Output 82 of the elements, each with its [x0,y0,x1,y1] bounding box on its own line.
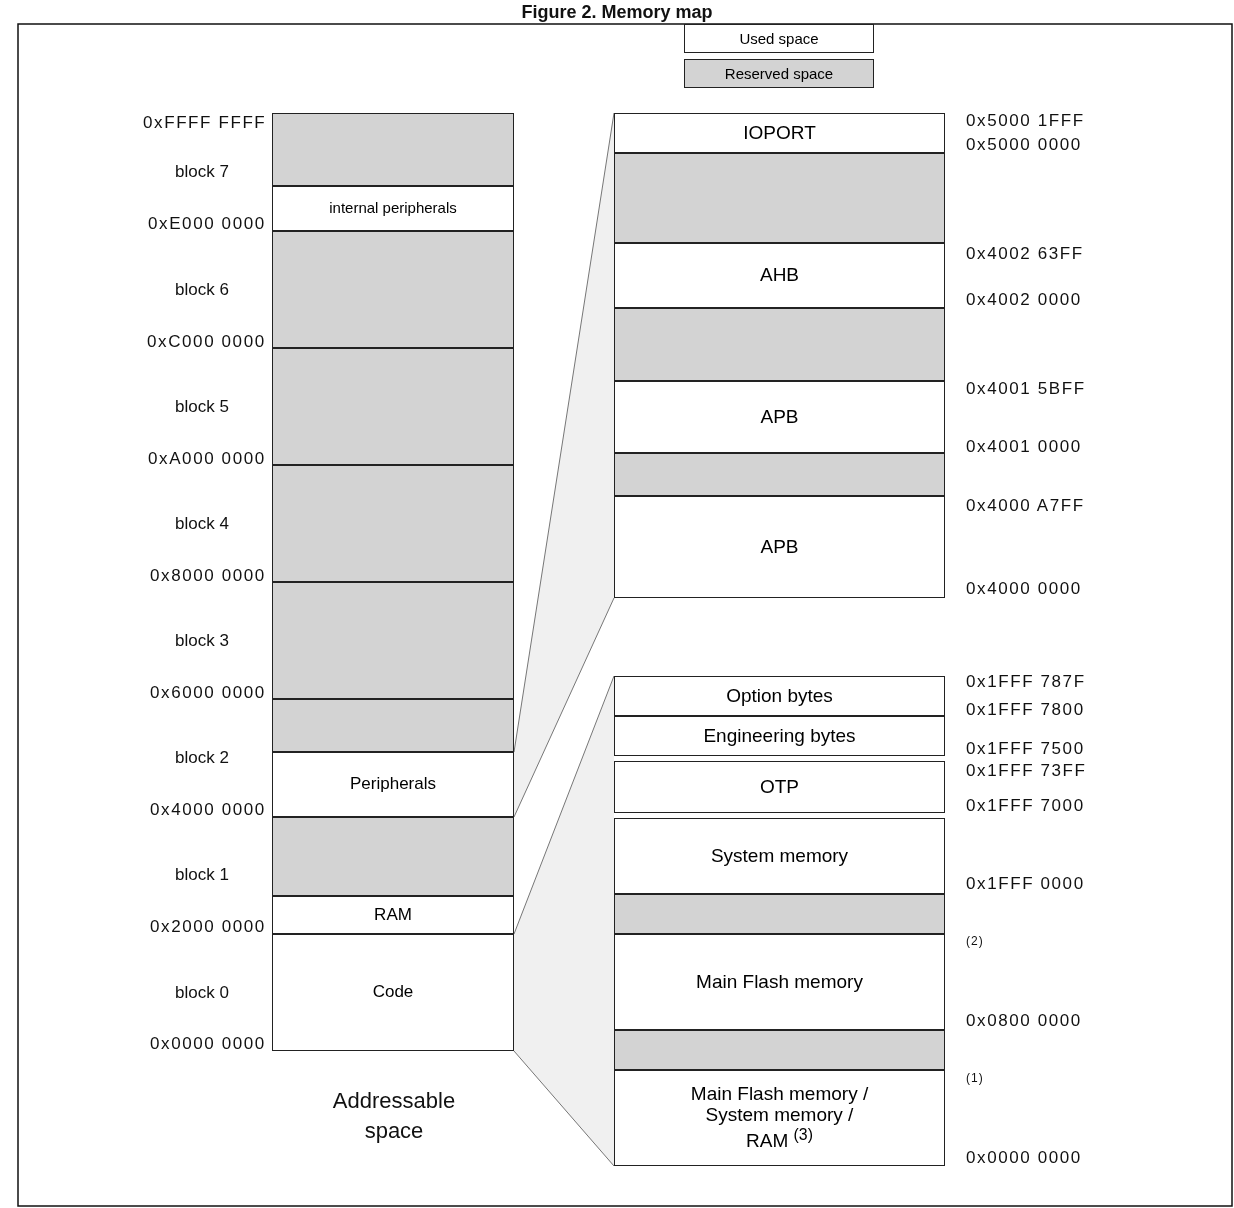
memory-region [614,381,945,453]
address-label: 0x4002 63FF [966,244,1084,264]
address-label: 0x0000 0000 [966,1148,1082,1168]
block-label: block 1 [175,865,229,885]
memory-region [614,1070,945,1166]
legend-label: Reserved space [724,65,834,82]
zoom-line [513,675,615,935]
reserved-region [272,817,514,896]
region-label: System memory [709,845,850,867]
region-label: Code [371,983,415,1002]
zoom-line [513,597,615,818]
address-label: 0x1FFF 7800 [966,700,1085,720]
figure-title: Figure 2. Memory map [520,2,714,23]
memory-region [272,752,514,817]
region-label: APB [759,406,800,428]
block-label: block 0 [175,983,229,1003]
region-label: RAM [373,905,413,925]
block-label: block 7 [175,162,229,182]
address-label: 0x5000 1FFF [966,111,1085,131]
address-label: 0x4002 0000 [966,290,1082,310]
reserved-region [614,308,945,381]
address-label: 0xFFFF FFFF [143,113,267,133]
address-label: 0xE000 0000 [148,214,266,234]
address-label: 0x0000 0000 [150,1034,266,1054]
reserved-region [272,465,514,582]
region-label: Peripherals [349,775,437,794]
address-label: 0xC000 0000 [147,332,266,352]
reserved-region [272,699,514,752]
memory-region [272,186,514,231]
address-label: 0x5000 0000 [966,135,1082,155]
block-label: block 6 [175,280,229,300]
footnote-mark: (2) [966,934,984,948]
address-label: 0x6000 0000 [150,683,266,703]
address-label: 0xA000 0000 [148,449,266,469]
memory-region [614,243,945,308]
region-label: OTP [758,776,801,798]
reserved-region [272,113,514,186]
address-label: 0x4000 0000 [150,800,266,820]
memory-region [614,716,945,756]
address-label: 0x4001 5BFF [966,379,1086,399]
legend-label: Used space [739,30,819,47]
memory-region [614,934,945,1030]
region-label: APB [759,536,800,558]
address-label: 0x1FFF 7000 [966,796,1085,816]
address-label: 0x1FFF 787F [966,672,1086,692]
memory-region [614,676,945,716]
memory-region [272,934,514,1051]
region-label: Main Flash memory / System memory / RAM $^{(3)}$ [689,1084,870,1152]
address-label: 0x4000 A7FF [966,496,1085,516]
address-label: 0x4000 0000 [966,579,1082,599]
block-label: block 4 [175,514,229,534]
footnote-mark: (1) [966,1071,984,1085]
address-label: 0x4001 0000 [966,437,1082,457]
reserved-region [614,153,945,243]
reserved-region [614,894,945,934]
address-label: 0x1FFF 0000 [966,874,1085,894]
memory-region [614,113,945,153]
reserved-region [272,582,514,699]
memory-region [272,896,514,934]
reserved-region [272,231,514,348]
region-label: AHB [758,265,801,286]
block-label: block 3 [175,631,229,651]
zoom-line [513,1050,615,1167]
region-label: Main Flash memory [695,971,864,993]
region-label: Engineering bytes [702,725,857,747]
block-label: block 5 [175,397,229,417]
region-label: IOPORT [742,122,817,144]
memory-region [614,496,945,598]
block-label: block 2 [175,748,229,768]
address-label: 0x8000 0000 [150,566,266,586]
reserved-region [614,1030,945,1070]
address-label: 0x1FFF 73FF [966,761,1087,781]
address-label: 0x1FFF 7500 [966,739,1085,759]
reserved-region [614,453,945,496]
memory-region [614,818,945,894]
reserved-region [272,348,514,465]
region-label: Option bytes [725,685,834,707]
memory-region [614,761,945,813]
axis-caption: Addressable space [331,1087,457,1145]
address-label: 0x2000 0000 [150,917,266,937]
region-label: internal peripherals [328,200,458,217]
address-label: 0x0800 0000 [966,1011,1082,1031]
